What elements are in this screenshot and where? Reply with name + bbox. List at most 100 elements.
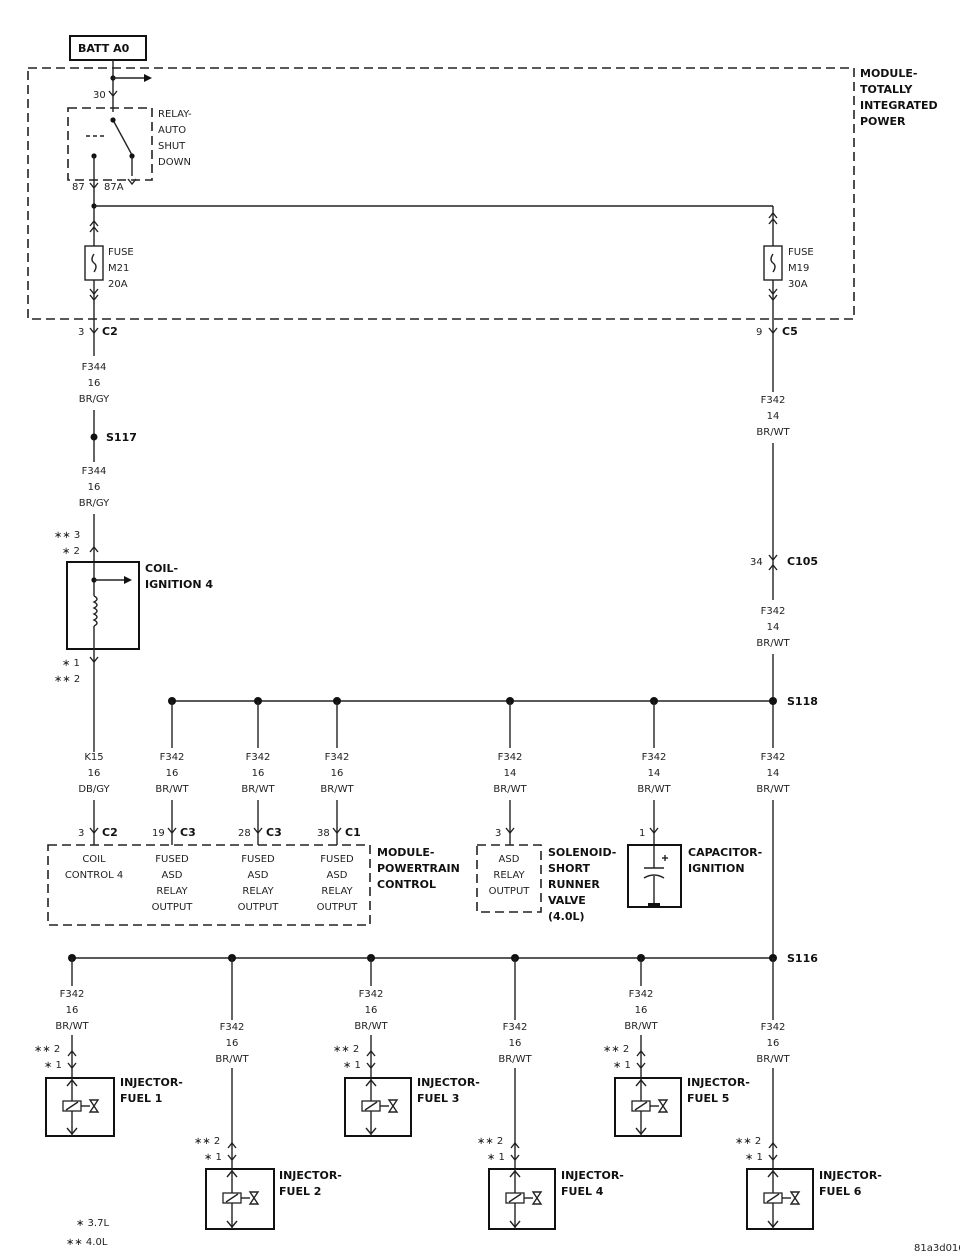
svg-text:SHORT: SHORT (548, 862, 590, 875)
wire-label-s118-4: F342 14 BR/WT (493, 752, 527, 795)
pcm-slot-coil-control: COIL CONTROL 4 (65, 854, 123, 881)
svg-text:BR/WT: BR/WT (241, 784, 275, 795)
svg-text:∗ 1: ∗ 1 (343, 1060, 361, 1071)
pcm-slot-asd-1: FUSED ASD RELAY OUTPUT (152, 854, 194, 913)
svg-text:14: 14 (767, 768, 780, 779)
wire-label-s118-3: F342 16 BR/WT (320, 752, 354, 795)
svg-text:38: 38 (317, 828, 330, 839)
svg-text:RELAY: RELAY (493, 870, 525, 881)
capacitor-pin: 1 (639, 827, 659, 839)
pcm-pin-4: 38 C1 (317, 826, 361, 839)
svg-text:M19: M19 (788, 263, 809, 274)
svg-text:14: 14 (767, 411, 780, 422)
svg-text:14: 14 (504, 768, 517, 779)
svg-text:OUTPUT: OUTPUT (489, 886, 531, 897)
injector-fuel-4: F342 16 BR/WT ∗∗ 2 ∗ 1 INJECTOR- FUEL 4 (477, 958, 624, 1230)
svg-text:CONTROL: CONTROL (377, 878, 436, 891)
capacitor-ignition (627, 844, 682, 908)
svg-text:BR/WT: BR/WT (756, 1054, 790, 1065)
svg-text:87A: 87A (104, 182, 124, 193)
svg-text:DOWN: DOWN (158, 157, 191, 168)
engine-legend: ∗ 3.7L ∗∗ 4.0L (66, 1218, 109, 1248)
svg-text:INJECTOR-: INJECTOR- (120, 1076, 183, 1089)
solenoid-short-runner-outline (476, 844, 542, 913)
svg-text:INJECTOR-: INJECTOR- (819, 1169, 882, 1182)
svg-text:CAPACITOR-: CAPACITOR- (688, 846, 762, 859)
svg-text:INJECTOR-: INJECTOR- (561, 1169, 624, 1182)
svg-text:∗∗ 4.0L: ∗∗ 4.0L (66, 1237, 108, 1248)
svg-text:F342: F342 (359, 989, 384, 1000)
svg-text:FUEL 5: FUEL 5 (687, 1092, 729, 1105)
svg-text:BR/WT: BR/WT (354, 1021, 388, 1032)
svg-text:∗∗ 3: ∗∗ 3 (54, 530, 80, 541)
svg-text:∗∗ 2: ∗∗ 2 (34, 1044, 60, 1055)
svg-text:BR/WT: BR/WT (493, 784, 527, 795)
injector-fuel-3: F342 16 BR/WT ∗∗ 2 ∗ 1 INJECTOR- FUEL 3 (333, 958, 480, 1137)
svg-text:ASD: ASD (162, 870, 183, 881)
wire-label-f342-c105: F342 14 BR/WT (756, 606, 790, 649)
svg-text:∗∗ 2: ∗∗ 2 (477, 1136, 503, 1147)
svg-text:F342: F342 (761, 395, 786, 406)
svg-text:BATT A0: BATT A0 (78, 42, 130, 55)
svg-text:20A: 20A (108, 279, 128, 290)
relay-label: RELAY- AUTO SHUT DOWN (158, 109, 192, 168)
svg-text:BR/WT: BR/WT (155, 784, 189, 795)
svg-text:IGNITION: IGNITION (688, 862, 745, 875)
svg-text:COIL-: COIL- (145, 562, 178, 575)
svg-text:C3: C3 (180, 826, 196, 839)
svg-text:F342: F342 (325, 752, 350, 763)
svg-text:S117: S117 (106, 431, 137, 444)
svg-text:INJECTOR-: INJECTOR- (279, 1169, 342, 1182)
svg-text:∗ 1: ∗ 1 (487, 1152, 505, 1163)
svg-text:F342: F342 (761, 606, 786, 617)
svg-text:BR/WT: BR/WT (756, 784, 790, 795)
svg-text:1: 1 (639, 828, 645, 839)
svg-text:FUSED: FUSED (241, 854, 275, 865)
svg-text:ASD: ASD (327, 870, 348, 881)
wire-label-s118-5: F342 14 BR/WT (637, 752, 671, 795)
injector-fuel-6: F342 16 BR/WT ∗∗ 2 ∗ 1 INJECTOR- FUEL 6 (735, 958, 882, 1230)
svg-text:OUTPUT: OUTPUT (238, 902, 280, 913)
svg-text:F342: F342 (761, 1022, 786, 1033)
svg-text:RELAY: RELAY (242, 886, 274, 897)
svg-text:∗ 1: ∗ 1 (613, 1060, 631, 1071)
svg-text:19: 19 (152, 828, 165, 839)
svg-text:SHUT: SHUT (158, 141, 186, 152)
svg-text:RELAY: RELAY (321, 886, 353, 897)
svg-text:K15: K15 (84, 752, 103, 763)
svg-text:ASD: ASD (499, 854, 520, 865)
svg-text:3: 3 (78, 828, 84, 839)
svg-text:FUEL 4: FUEL 4 (561, 1185, 604, 1198)
svg-text:C3: C3 (266, 826, 282, 839)
svg-text:F342: F342 (498, 752, 523, 763)
svg-text:FUSED: FUSED (155, 854, 189, 865)
svg-text:ASD: ASD (248, 870, 269, 881)
svg-text:FUSE: FUSE (788, 247, 814, 258)
svg-text:F344: F344 (82, 466, 107, 477)
svg-text:16: 16 (365, 1005, 378, 1016)
pcm-module-outline (47, 844, 371, 926)
svg-text:C105: C105 (787, 555, 818, 568)
svg-text:F342: F342 (761, 752, 786, 763)
wire-label-k15: K15 16 DB/GY (78, 752, 110, 795)
svg-text:BR/WT: BR/WT (55, 1021, 89, 1032)
svg-text:16: 16 (166, 768, 179, 779)
svg-text:FUEL 6: FUEL 6 (819, 1185, 862, 1198)
svg-text:CONTROL 4: CONTROL 4 (65, 870, 123, 881)
wire-label-s118-2: F342 16 BR/WT (241, 752, 275, 795)
tipm-module-label: MODULE- TOTALLY INTEGRATED POWER (860, 67, 938, 128)
injector-fuel-5: F342 16 BR/WT ∗∗ 2 ∗ 1 INJECTOR- FUEL 5 (603, 958, 750, 1137)
svg-text:POWERTRAIN: POWERTRAIN (377, 862, 460, 875)
svg-text:F342: F342 (503, 1022, 528, 1033)
svg-text:28: 28 (238, 828, 251, 839)
pcm-slot-asd-3: FUSED ASD RELAY OUTPUT (317, 854, 359, 913)
svg-text:F342: F342 (642, 752, 667, 763)
injector-fuel-2: F342 16 BR/WT ∗∗ 2 ∗ 1 INJECTOR- FUEL 2 (194, 958, 342, 1230)
svg-text:∗∗ 2: ∗∗ 2 (333, 1044, 359, 1055)
svg-text:16: 16 (767, 1038, 780, 1049)
capacitor-label: CAPACITOR- IGNITION (688, 846, 762, 875)
svg-text:16: 16 (88, 482, 101, 493)
svg-text:FUSE: FUSE (108, 247, 134, 258)
svg-text:∗∗ 2: ∗∗ 2 (603, 1044, 629, 1055)
